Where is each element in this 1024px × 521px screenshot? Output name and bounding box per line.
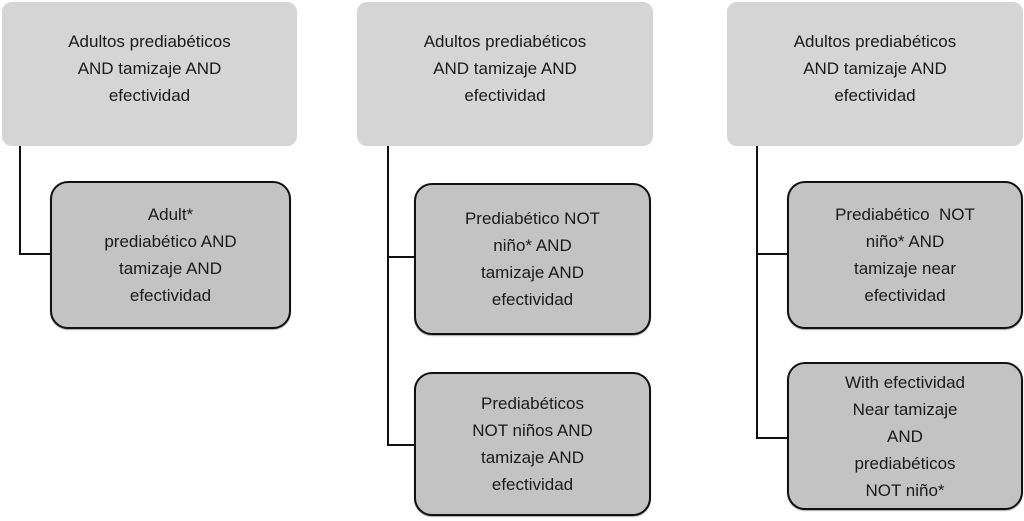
col2-refined-query-text-1: Prediabético NOT niño* AND tamizaje AND … — [464, 209, 601, 309]
col3-refined-query-text-2: With efectividad Near tamizaje AND predi… — [845, 372, 965, 500]
col2-connector-tick-1 — [387, 256, 418, 258]
col3-root-query-box: Adultos prediabéticos AND tamizaje AND e… — [727, 2, 1023, 146]
col3-refined-query-box-1: Prediabético NOT niño* AND tamizaje near… — [787, 181, 1023, 329]
col1-connector-elbow — [19, 253, 53, 255]
col3-connector-tick-1 — [756, 253, 789, 255]
col2-refined-query-box-2: Prediabéticos NOT niños AND tamizaje AND… — [414, 372, 651, 516]
col1-connector-vertical — [19, 146, 21, 255]
col2-refined-query-text-2: Prediabéticos NOT niños AND tamizaje AND… — [472, 394, 593, 494]
col3-connector-vertical — [756, 146, 758, 439]
col3-connector-elbow-2 — [756, 437, 789, 439]
col1-refined-query-text: Adult* prediabético AND tamizaje AND efe… — [104, 205, 237, 305]
col2-refined-query-box-1: Prediabético NOT niño* AND tamizaje AND … — [414, 183, 651, 335]
col3-root-query-text: Adultos prediabéticos AND tamizaje AND e… — [793, 31, 957, 105]
col2-connector-vertical — [387, 146, 389, 446]
col2-root-query-text: Adultos prediabéticos AND tamizaje AND e… — [423, 31, 587, 105]
col2-root-query-box: Adultos prediabéticos AND tamizaje AND e… — [357, 2, 653, 146]
col2-connector-elbow-2 — [387, 444, 418, 446]
col3-refined-query-text-1: Prediabético NOT niño* AND tamizaje near… — [835, 205, 975, 305]
col1-root-query-text: Adultos prediabéticos AND tamizaje AND e… — [68, 31, 231, 105]
col1-root-query-box: Adultos prediabéticos AND tamizaje AND e… — [2, 2, 297, 146]
col3-refined-query-box-2: With efectividad Near tamizaje AND predi… — [787, 362, 1023, 510]
col1-refined-query-box: Adult* prediabético AND tamizaje AND efe… — [50, 181, 291, 329]
